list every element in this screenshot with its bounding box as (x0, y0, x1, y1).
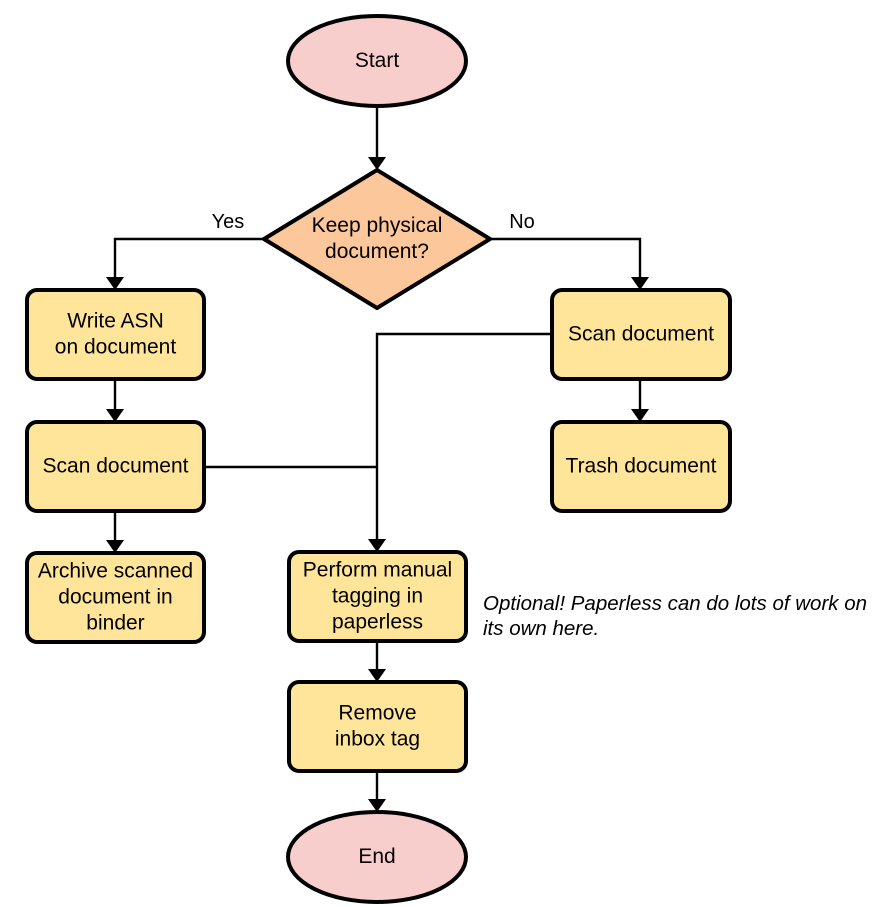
node-shape-rect (287, 680, 468, 773)
node-shape-rect (550, 420, 732, 513)
node-scan-left[interactable]: Scan document (25, 420, 206, 513)
edge-decision-to-scan-right: No (490, 211, 649, 290)
node-label-scan-right: Scan document (568, 322, 714, 345)
arrowhead-icon (368, 157, 386, 170)
arrowhead-icon (106, 540, 124, 553)
node-shape-rect (287, 550, 468, 643)
annotation-optional-note: Optional! Paperless can do lots of work … (483, 592, 867, 640)
node-shape-diamond (262, 168, 492, 310)
node-shape-ellipse (286, 14, 468, 108)
edge-remove-tag-to-end (368, 771, 386, 812)
node-label-end: End (358, 845, 395, 868)
annotations-layer: Optional! Paperless can do lots of work … (483, 592, 867, 640)
edge-label-decision-to-write-asn: Yes (212, 211, 245, 233)
arrowhead-icon (368, 669, 386, 682)
node-end[interactable]: End (286, 810, 468, 904)
arrowhead-icon (106, 409, 124, 422)
node-trash[interactable]: Trash document (550, 420, 732, 513)
arrowhead-icon (368, 799, 386, 812)
edge-path (375, 332, 552, 548)
node-label-start: Start (355, 49, 400, 72)
edge-label-decision-to-scan-right: No (509, 211, 535, 233)
node-start[interactable]: Start (286, 14, 468, 108)
edge-scan-left-to-archive (106, 511, 124, 553)
edge-decision-to-write-asn: Yes (106, 211, 264, 290)
arrowhead-icon (368, 539, 386, 552)
node-shape-rect (25, 551, 206, 644)
node-scan-right[interactable]: Scan document (550, 288, 732, 381)
edge-scan-right-to-manual-tagging (368, 332, 552, 552)
edge-start-to-decision (368, 106, 386, 170)
arrowhead-icon (631, 409, 649, 422)
node-shape-rect (25, 420, 206, 513)
node-shape-rect (550, 288, 732, 381)
edge-scan-right-to-trash (631, 379, 649, 422)
node-shape-rect (25, 288, 206, 381)
edge-path (113, 237, 264, 286)
node-label-scan-left: Scan document (43, 454, 189, 477)
node-label-trash: Trash document (566, 454, 717, 477)
arrowhead-icon (106, 277, 124, 290)
edge-write-asn-to-scan-left (106, 379, 124, 422)
edge-manual-tagging-to-remove-tag (368, 641, 386, 682)
edge-path (490, 237, 642, 286)
edges-layer: Yes No (106, 106, 649, 812)
node-shape-ellipse (286, 810, 468, 904)
arrowhead-icon (631, 277, 649, 290)
